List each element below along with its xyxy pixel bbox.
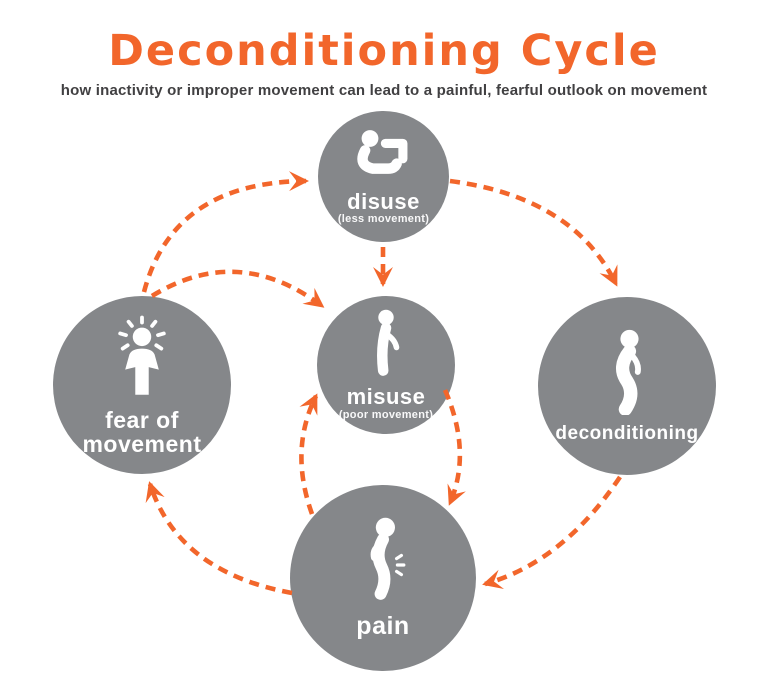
- page-title: Deconditioning Cycle: [108, 26, 660, 76]
- node-label: misuse: [346, 384, 426, 410]
- node-fear-of-movement: fear of movement: [53, 296, 231, 474]
- arrow-misuse-to-pain: [442, 389, 466, 506]
- node-pain: pain: [290, 485, 476, 671]
- node-disuse: disuse (less movement): [318, 111, 449, 242]
- node-sublabel: (less movement): [337, 213, 430, 226]
- arrow-pain-to-misuse: [299, 393, 319, 515]
- node-misuse: misuse (poor movement): [317, 296, 455, 434]
- arrow-deconditioning-to-pain: [482, 475, 622, 589]
- node-label: pain: [356, 611, 410, 640]
- node-label: fear of movement: [82, 407, 202, 457]
- node-label: disuse: [347, 188, 420, 214]
- person-reclining-icon: [348, 128, 420, 189]
- node-deconditioning: deconditioning: [538, 297, 716, 475]
- person-leaning-icon: [365, 309, 407, 384]
- person-alarmed-icon: [100, 314, 184, 405]
- person-back-pain-icon: [355, 517, 411, 610]
- node-label: deconditioning: [555, 422, 699, 444]
- person-slouching-icon: [602, 329, 652, 420]
- page-subtitle: how inactivity or improper movement can …: [60, 82, 708, 99]
- node-sublabel: (poor movement): [338, 408, 434, 421]
- arrow-disuse-to-deconditioning: [449, 178, 619, 287]
- arrow-fear-to-disuse: [141, 171, 309, 293]
- arrow-pain-to-fear: [145, 481, 293, 596]
- arrow-fear-to-misuse: [150, 269, 325, 308]
